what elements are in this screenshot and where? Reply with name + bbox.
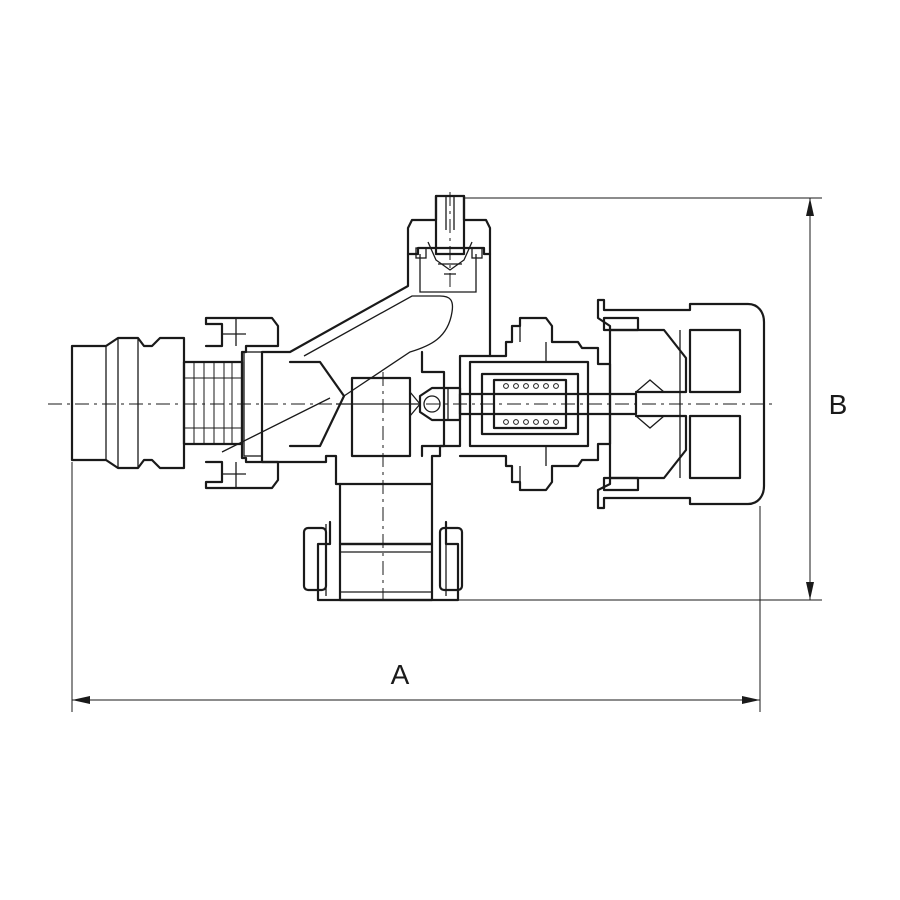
dimension-a-label: A bbox=[391, 659, 410, 690]
dimension-b: B bbox=[458, 197, 848, 601]
top-insert bbox=[406, 194, 492, 293]
left-connector bbox=[70, 316, 280, 490]
dimension-a: A bbox=[71, 462, 761, 712]
dimension-b-label: B bbox=[829, 389, 848, 420]
valve-body bbox=[221, 246, 492, 602]
protective-cap bbox=[596, 298, 766, 510]
spring bbox=[503, 383, 559, 425]
